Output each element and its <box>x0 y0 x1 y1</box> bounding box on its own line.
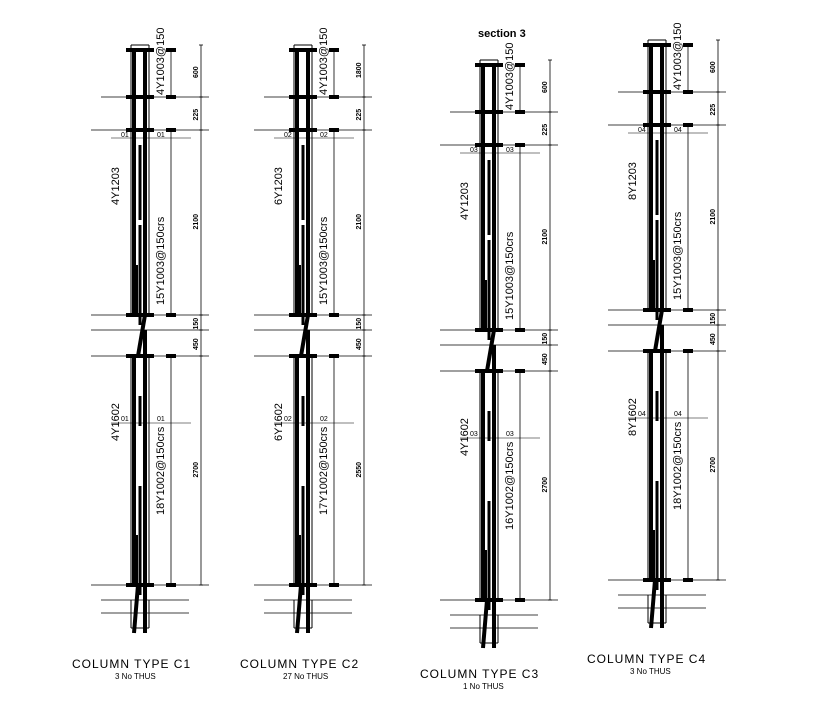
upper-links-label: 15Y1003@150crs <box>504 231 516 320</box>
column-3: 4Y1003@150 15Y1003@150crs 16Y1002@150crs 4Y… <box>420 43 558 691</box>
column-title: COLUMN TYPE C4 <box>587 652 706 666</box>
top-link-label: 4Y1003@150 <box>318 28 330 95</box>
dimension-value: 2700 <box>710 457 717 473</box>
dimension-value: 2550 <box>356 462 363 478</box>
upper-bars-label: 4Y1203 <box>459 182 471 220</box>
dimension-value: 225 <box>542 124 549 136</box>
dimension-value: 150 <box>193 318 200 330</box>
section-heading: section 3 <box>478 28 526 40</box>
lower-links-label: 18Y1002@150crs <box>672 421 684 510</box>
section-mark: 02 <box>320 132 328 139</box>
dimension-value: 225 <box>193 109 200 121</box>
column-title: COLUMN TYPE C3 <box>420 667 539 681</box>
dimension-value: 1800 <box>356 62 363 78</box>
lower-bars-label: 4Y1602 <box>459 418 471 456</box>
column-quantity: 27 No THUS <box>283 672 328 681</box>
dimension-value: 2100 <box>542 229 549 245</box>
top-link-label: 4Y1003@150 <box>504 43 516 110</box>
section-mark: 03 <box>470 431 478 438</box>
dimension-value: 450 <box>356 338 363 350</box>
column-1: 4Y1003@150 15Y1003@150crs 18Y1002@150crs 4Y… <box>72 28 209 681</box>
section-mark: 04 <box>674 127 682 134</box>
lower-bars-label: 4Y1602 <box>110 403 122 441</box>
upper-links-label: 15Y1003@150crs <box>155 216 167 305</box>
dimension-value: 600 <box>542 81 549 93</box>
section-mark: 04 <box>638 411 646 418</box>
dimension-value: 150 <box>356 318 363 330</box>
section-mark: 02 <box>284 132 292 139</box>
column-title: COLUMN TYPE C2 <box>240 657 359 671</box>
column-4: 4Y1003@150 15Y1003@150crs 18Y1002@150crs 8Y… <box>587 23 726 676</box>
top-link-label: 4Y1003@150 <box>155 28 167 95</box>
main-bar-crank <box>653 309 664 352</box>
dimension-value: 150 <box>542 333 549 345</box>
column-2: 4Y1003@150 15Y1003@150crs 17Y1002@150crs 6Y… <box>240 28 372 681</box>
lower-bars-label: 6Y1602 <box>273 403 285 441</box>
column-quantity: 3 No THUS <box>115 672 156 681</box>
dimension-value: 2700 <box>193 462 200 478</box>
lower-links-label: 16Y1002@150crs <box>504 441 516 530</box>
column-quantity: 1 No THUS <box>463 682 504 691</box>
section-mark: 04 <box>674 411 682 418</box>
lower-links-label: 17Y1002@150crs <box>318 426 330 515</box>
main-bar-crank <box>295 584 303 634</box>
dimension-value: 450 <box>542 353 549 365</box>
section-mark: 01 <box>121 132 129 139</box>
section-mark: 04 <box>638 127 646 134</box>
upper-bars-label: 6Y1203 <box>273 167 285 205</box>
dimension-value: 600 <box>193 66 200 78</box>
dimension-value: 600 <box>710 61 717 73</box>
main-bar-crank <box>136 314 147 357</box>
lower-bars-label: 8Y1602 <box>627 398 639 436</box>
top-link-label: 4Y1003@150 <box>672 23 684 90</box>
section-mark: 01 <box>157 132 165 139</box>
upper-bars-label: 4Y1203 <box>110 167 122 205</box>
dimension-value: 2100 <box>356 214 363 230</box>
main-bar-crank <box>481 599 489 649</box>
dimension-value: 2100 <box>710 209 717 225</box>
dimension-value: 450 <box>193 338 200 350</box>
main-bar-crank <box>132 584 140 634</box>
section-mark: 01 <box>157 416 165 423</box>
upper-links-label: 15Y1003@150crs <box>318 216 330 305</box>
section-mark: 03 <box>506 431 514 438</box>
dimension-value: 2100 <box>193 214 200 230</box>
section-mark: 02 <box>320 416 328 423</box>
dimension-value: 2700 <box>542 477 549 493</box>
main-bar-crank <box>649 579 657 629</box>
dimension-value: 225 <box>710 104 717 116</box>
column-title: COLUMN TYPE C1 <box>72 657 191 671</box>
lower-links-label: 18Y1002@150crs <box>155 426 167 515</box>
section-mark: 03 <box>470 147 478 154</box>
section-mark: 02 <box>284 416 292 423</box>
main-bar-crank <box>299 314 310 357</box>
section-mark: 03 <box>506 147 514 154</box>
upper-links-label: 15Y1003@150crs <box>672 211 684 300</box>
upper-bars-label: 8Y1203 <box>627 162 639 200</box>
dimension-value: 450 <box>710 333 717 345</box>
dimension-value: 150 <box>710 313 717 325</box>
main-bar-crank <box>485 329 496 372</box>
section-mark: 01 <box>121 416 129 423</box>
column-quantity: 3 No THUS <box>630 667 671 676</box>
dimension-value: 225 <box>356 109 363 121</box>
